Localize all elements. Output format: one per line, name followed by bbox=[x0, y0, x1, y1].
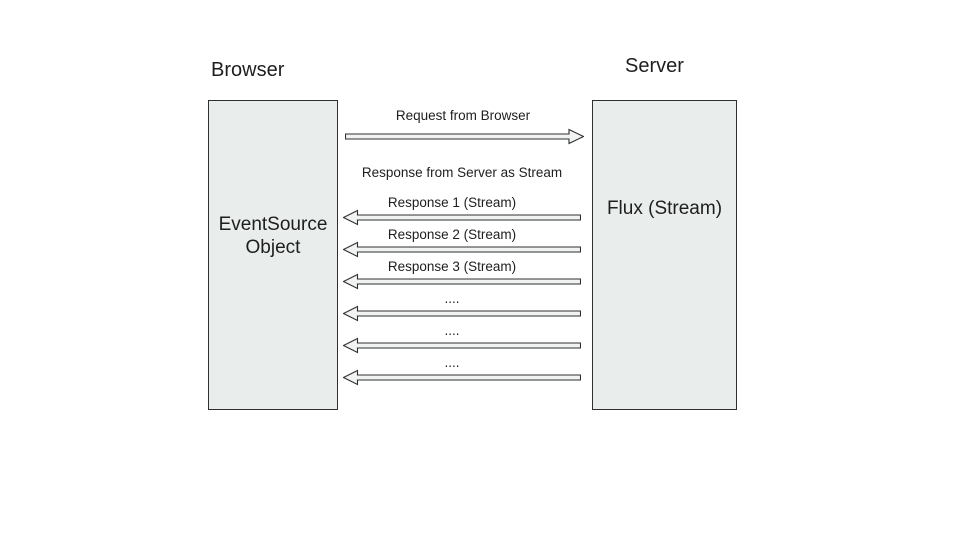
response-6-arrow-left-icon bbox=[343, 369, 581, 386]
response-3-arrow-left-icon bbox=[343, 273, 581, 290]
response-5-arrow-left-icon bbox=[343, 337, 581, 354]
stream-response-header-label: Response from Server as Stream bbox=[361, 165, 563, 180]
flux-box: Flux (Stream) bbox=[592, 100, 737, 410]
response-1-arrow-left-icon bbox=[343, 209, 581, 226]
response-4-arrow-left-icon bbox=[343, 305, 581, 322]
response-ellipsis-3-label: .... bbox=[444, 355, 460, 370]
browser-title: Browser bbox=[211, 59, 285, 81]
response-1-label: Response 1 (Stream) bbox=[387, 195, 517, 210]
response-3-label: Response 3 (Stream) bbox=[387, 259, 517, 274]
flux-box-label: Flux (Stream) bbox=[606, 198, 723, 219]
response-2-arrow-left-icon bbox=[343, 241, 581, 258]
request-arrow-label: Request from Browser bbox=[395, 108, 531, 123]
eventsource-box-label: EventSource Object bbox=[218, 214, 328, 258]
response-2-label: Response 2 (Stream) bbox=[387, 227, 517, 242]
eventsource-box: EventSource Object bbox=[208, 100, 338, 410]
server-title: Server bbox=[625, 55, 684, 77]
response-ellipsis-1-label: .... bbox=[444, 291, 460, 306]
response-ellipsis-2-label: .... bbox=[444, 323, 460, 338]
request-arrow-right-icon bbox=[345, 128, 584, 145]
